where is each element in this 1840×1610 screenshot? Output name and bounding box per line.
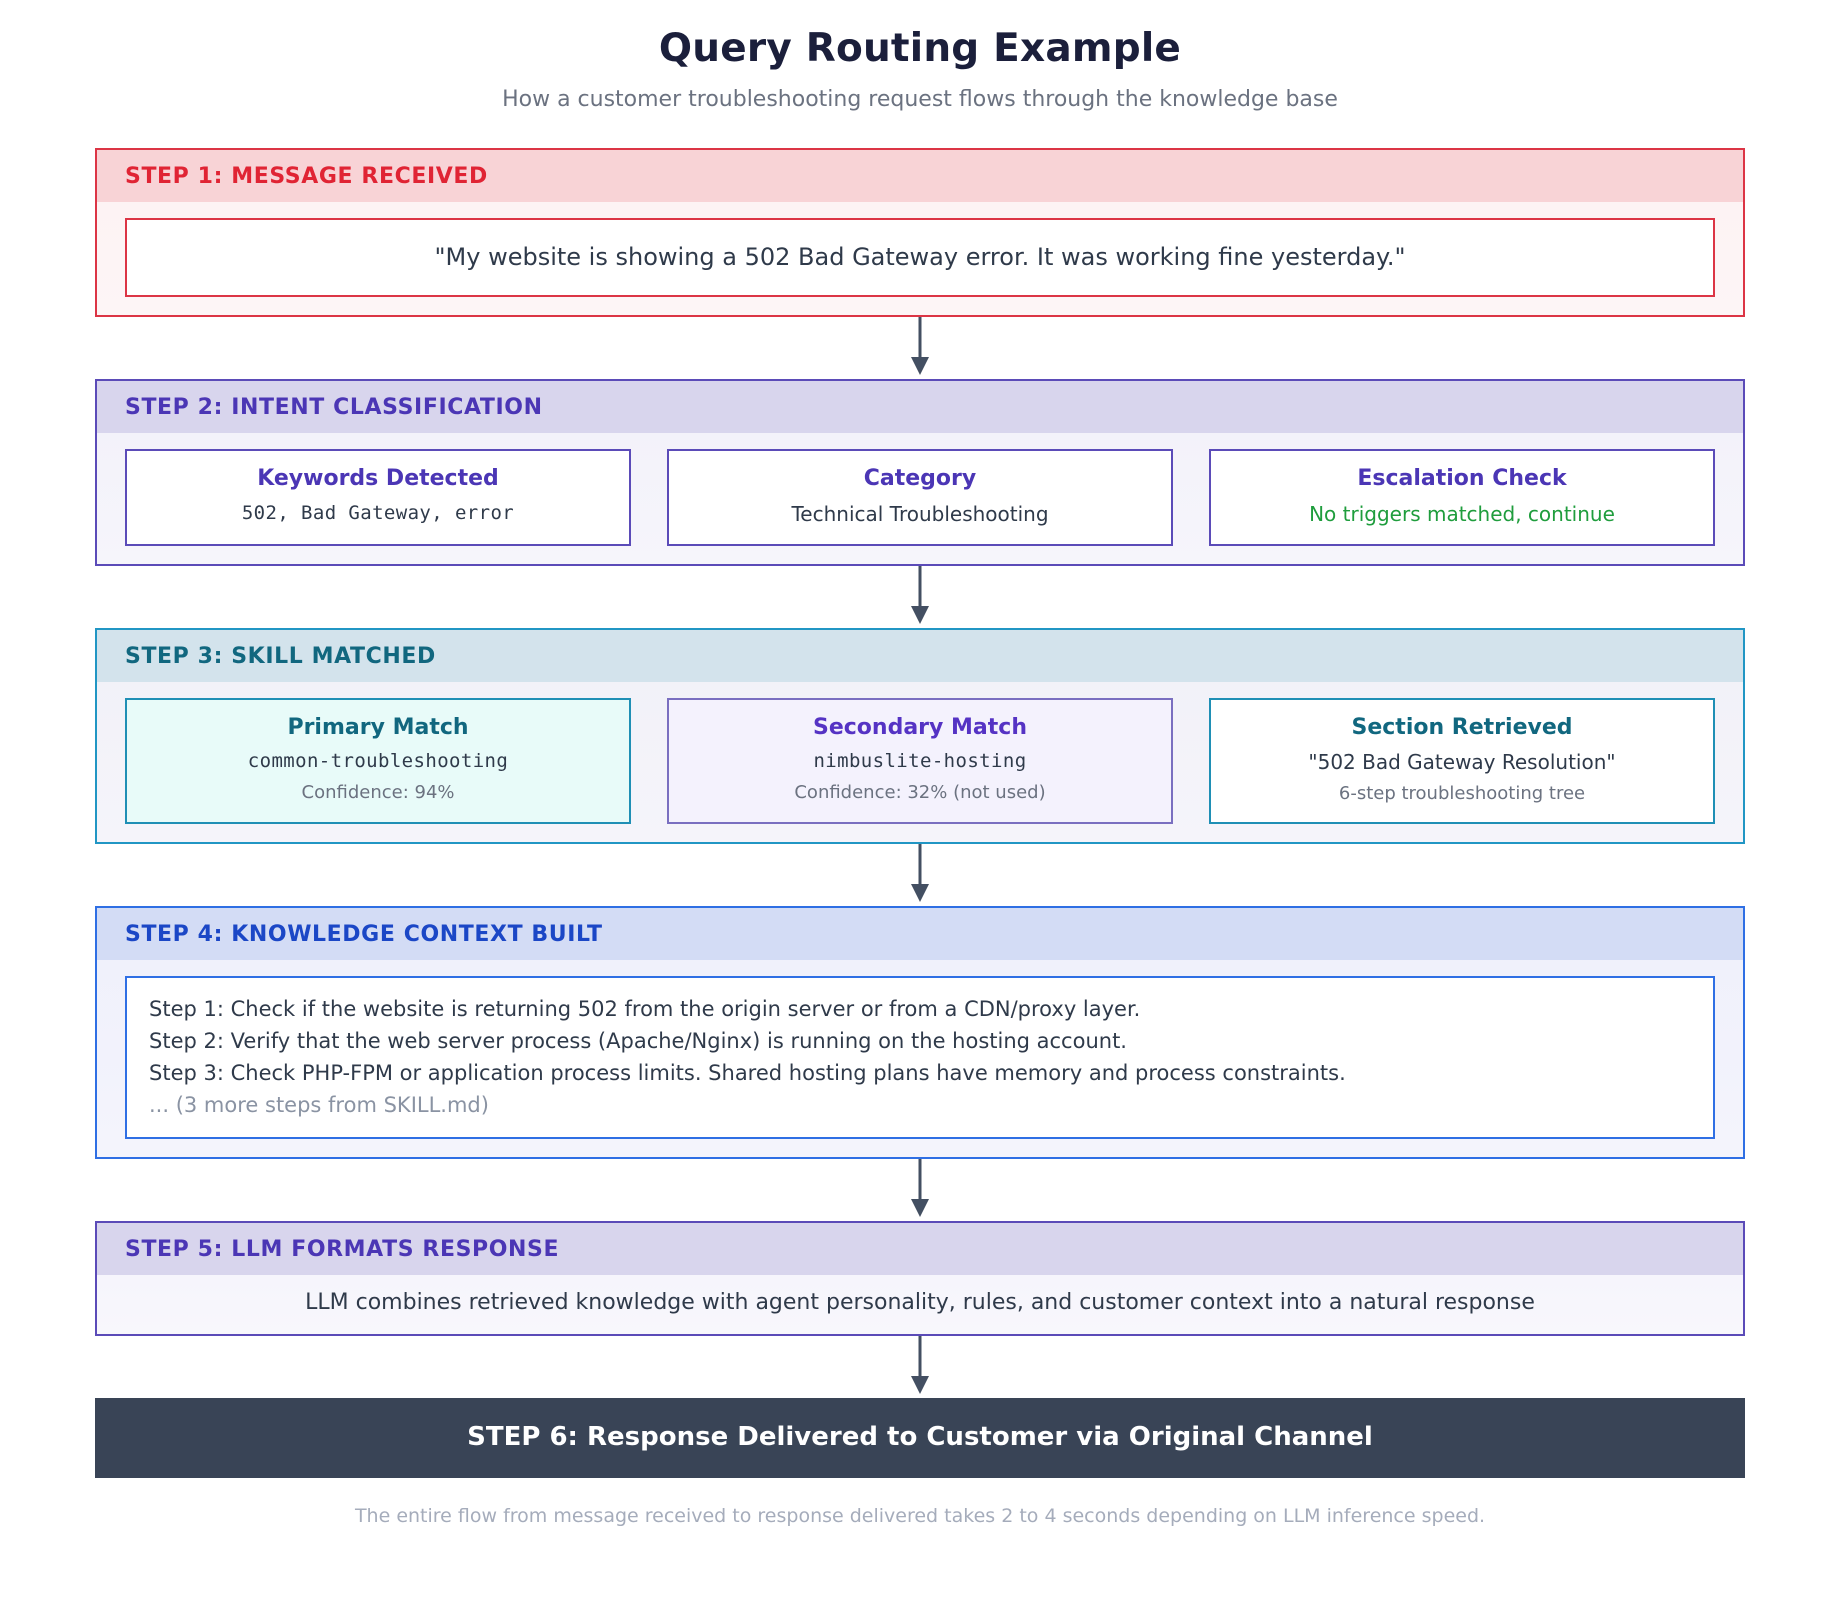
step-3-skill-matched: STEP 3: SKILL MATCHED Primary Match comm… [95, 627, 1745, 844]
down-arrow-icon [911, 317, 929, 376]
connector-3-to-4 [95, 843, 1745, 906]
card-title: Section Retrieved [1351, 714, 1573, 740]
card-value: common-troubleshooting [247, 750, 509, 773]
card-title: Escalation Check [1357, 466, 1567, 492]
card-primary-match: Primary Match common-troubleshooting Con… [125, 697, 631, 824]
context-line: Step 3: Check PHP-FPM or application pro… [149, 1060, 1346, 1085]
step-6-response-delivered: STEP 6: Response Delivered to Customer v… [95, 1398, 1745, 1479]
step-4-knowledge-context-built: STEP 4: KNOWLEDGE CONTEXT BUILT Step 1: … [95, 905, 1745, 1160]
step-4-header: STEP 4: KNOWLEDGE CONTEXT BUILT [97, 907, 1743, 960]
step-5-header: STEP 5: LLM FORMATS RESPONSE [97, 1223, 1743, 1276]
card-detail: 6-step troubleshooting tree [1338, 783, 1586, 805]
card-confidence: Confidence: 94% [301, 782, 455, 804]
llm-format-description: LLM combines retrieved knowledge with ag… [305, 1290, 1535, 1316]
step-1-message-received: STEP 1: MESSAGE RECEIVED "My website is … [95, 148, 1745, 318]
context-more-steps: ... (3 more steps from SKILL.md) [149, 1092, 489, 1117]
down-arrow-icon [911, 1336, 929, 1395]
connector-4-to-5 [95, 1159, 1745, 1221]
context-line: Step 1: Check if the website is returnin… [149, 996, 1141, 1021]
step-2-header: STEP 2: INTENT CLASSIFICATION [97, 381, 1743, 434]
down-arrow-icon [911, 843, 929, 902]
connector-1-to-2 [95, 317, 1745, 379]
knowledge-context-box: Step 1: Check if the website is returnin… [125, 975, 1715, 1140]
down-arrow-icon [911, 1159, 929, 1218]
card-secondary-match: Secondary Match nimbuslite-hosting Confi… [667, 697, 1173, 824]
connector-5-to-6 [95, 1336, 1745, 1398]
footer-note: The entire flow from message received to… [354, 1505, 1486, 1528]
card-keywords-detected: Keywords Detected 502, Bad Gateway, erro… [125, 449, 631, 546]
card-escalation-check: Escalation Check No triggers matched, co… [1209, 449, 1715, 546]
customer-message-box: "My website is showing a 502 Bad Gateway… [125, 218, 1715, 298]
step-3-header: STEP 3: SKILL MATCHED [97, 629, 1743, 682]
context-line: Step 2: Verify that the web server proce… [149, 1028, 1127, 1053]
card-category: Category Technical Troubleshooting [667, 449, 1173, 546]
connector-2-to-3 [95, 565, 1745, 628]
step-1-header: STEP 1: MESSAGE RECEIVED [97, 150, 1743, 203]
card-value: Technical Troubleshooting [791, 501, 1049, 526]
down-arrow-icon [911, 565, 929, 624]
page-subtitle: How a customer troubleshooting request f… [502, 86, 1338, 112]
card-value: 502, Bad Gateway, error [241, 501, 515, 524]
step-5-llm-formats-response: STEP 5: LLM FORMATS RESPONSE LLM combine… [95, 1221, 1745, 1337]
card-title: Primary Match [287, 714, 469, 740]
card-confidence: Confidence: 32% (not used) [794, 782, 1046, 804]
page-title: Query Routing Example [658, 26, 1182, 71]
card-title: Category [863, 466, 977, 492]
step-2-card-row: Keywords Detected 502, Bad Gateway, erro… [125, 449, 1715, 546]
card-title: Keywords Detected [257, 466, 499, 492]
card-value: nimbuslite-hosting [813, 750, 1027, 773]
card-section-retrieved: Section Retrieved "502 Bad Gateway Resol… [1209, 697, 1715, 824]
card-title: Secondary Match [813, 714, 1027, 740]
escalation-status-text: No triggers matched, continue [1309, 501, 1615, 526]
step-2-intent-classification: STEP 2: INTENT CLASSIFICATION Keywords D… [95, 379, 1745, 566]
card-value: "502 Bad Gateway Resolution" [1308, 750, 1616, 775]
step-3-card-row: Primary Match common-troubleshooting Con… [125, 697, 1715, 824]
